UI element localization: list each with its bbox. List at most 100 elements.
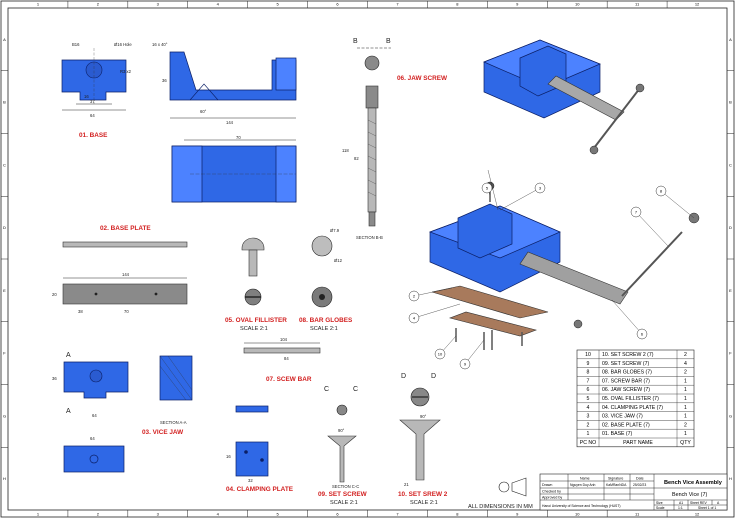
- set-screw-section-view: [327, 435, 357, 483]
- assembly-isometric-view: [483, 39, 645, 155]
- jaw-screw-section-b-left: B: [353, 38, 358, 45]
- tb-size-label: Size: [656, 501, 663, 505]
- bom-cell-no: 5: [587, 396, 590, 402]
- bom-cell-no: 2: [587, 422, 590, 428]
- zone-col-top-4: 4: [217, 2, 220, 7]
- balloon-leader-2: [413, 287, 453, 297]
- balloon-label-9: 9: [464, 361, 467, 366]
- zone-col-top-8: 8: [456, 2, 459, 7]
- balloon-2: [408, 290, 420, 302]
- bom-cell-no: 3: [587, 414, 590, 420]
- scew-bar-title: 07. SCEW BAR: [266, 376, 312, 383]
- balloon-10: [434, 348, 446, 360]
- zone-row-right-H: H: [729, 476, 732, 481]
- jaw-screw-thread: [367, 119, 377, 197]
- zone-col-bottom-10: 10: [575, 511, 580, 516]
- zone-col-top-12: 12: [695, 2, 700, 7]
- balloon-label-8: 8: [660, 188, 663, 193]
- base-16x40-text: 16 x 40°: [152, 42, 168, 47]
- tb-scale-label: Scale: [656, 506, 665, 510]
- zone-row-right-A: A: [729, 37, 732, 42]
- iso-globe-1: [589, 145, 599, 155]
- bom-header-qty: QTY: [680, 440, 691, 446]
- clamping-plate-16-text: 16: [226, 454, 231, 459]
- tb-col-name: Name: [580, 477, 590, 481]
- bom-cell-no: 9: [587, 361, 590, 367]
- bom-cell-no: 7: [587, 378, 590, 384]
- bar-globe-hole: [319, 294, 325, 300]
- exploded-screw: [519, 251, 629, 305]
- zone-row-right-C: C: [729, 162, 732, 167]
- balloon-leader-1: [487, 169, 499, 211]
- tb-checked-label: Checked by: [542, 490, 561, 494]
- exploded-plate-1: [431, 285, 549, 319]
- tb-subtitle: Bench Vice (7): [672, 492, 707, 498]
- set-srew2-90-text: 90°: [420, 414, 427, 419]
- balloon-leader-7: [635, 211, 669, 247]
- bom-cell-name: 10. SET SCREW 2 (7): [602, 352, 654, 358]
- set-srew2-section-view: [399, 419, 441, 481]
- part-scew-bar-views: 104 84 07. SCEW BAR: [243, 337, 321, 383]
- bom-cell-name: 04. CLAMPING PLATE (7): [602, 405, 663, 411]
- bom-header-name: PART NAME: [623, 440, 653, 446]
- base-side-view: [169, 51, 297, 101]
- jaw-screw-118-text: 118: [342, 148, 349, 153]
- zone-col-bottom-5: 5: [277, 511, 280, 516]
- balloon-6: [636, 328, 648, 340]
- jaw-screw-end-view: [364, 55, 380, 71]
- base-64-text: 64: [90, 113, 95, 118]
- bom-cell-name: 09. SET SCREW (7): [602, 361, 649, 367]
- bom-cell-qty: 2: [684, 422, 687, 428]
- base-36-text: 36: [162, 78, 167, 83]
- base-title: 01. BASE: [79, 132, 108, 139]
- base-hole-text: Ø16 Hole: [114, 42, 132, 47]
- vice-jaw-64-text: 64: [92, 413, 97, 418]
- base-plate-70-text: 70: [124, 309, 129, 314]
- jaw-screw-section-bb: SECTION B-B: [356, 235, 383, 240]
- clamping-plate-32-text: 32: [248, 478, 253, 483]
- vice-jaw-top-hole: [89, 454, 99, 464]
- balloon-9: [459, 358, 471, 370]
- vice-jaw-section-a-top: A: [66, 352, 71, 359]
- part-jaw-screw-views: B B 118 82 SECTION B-B 06. JAW SCREW: [342, 38, 448, 240]
- base-16-text: 16: [84, 94, 89, 99]
- zone-col-top-3: 3: [157, 2, 160, 7]
- zone-col-bottom-11: 11: [635, 511, 640, 516]
- base-60-text: 60°: [200, 109, 207, 114]
- zone-col-top-1: 1: [37, 2, 40, 7]
- set-screw-section-cc: SECTION C-C: [332, 484, 359, 489]
- zone-col-bottom-9: 9: [516, 511, 519, 516]
- part-base-views: B16 Ø16 Hole R3 x2 37 64 16 01. BASE 16 …: [61, 42, 297, 203]
- tb-title: Bench Vice Assembly: [664, 480, 723, 486]
- tb-university: Hanoi University of Science and Technolo…: [542, 504, 621, 508]
- bom-cell-qty: 1: [684, 387, 687, 393]
- part-set-screw-views: C C 90° SECTION C-C 09. SET SCREW SCALE …: [318, 386, 368, 506]
- oval-fillister-shank: [248, 249, 258, 277]
- dimensions-note: ALL DIMENSIONS IN MM: [468, 504, 533, 510]
- base-plate-top-view: [62, 283, 188, 305]
- set-screw-end-view: [336, 404, 348, 416]
- vice-jaw-section-a-bottom: A: [66, 408, 71, 415]
- jaw-screw-tip: [368, 211, 376, 227]
- tb-col-date: Date: [636, 477, 644, 481]
- bom-cell-qty: 1: [684, 431, 687, 437]
- zone-row-left-C: C: [3, 162, 6, 167]
- scew-bar-104-text: 104: [280, 337, 288, 342]
- tb-drawn-name: Nguyen Duy Anh: [570, 483, 596, 487]
- clamping-plate-hole-2: [260, 458, 264, 462]
- zone-col-top-2: 2: [97, 2, 100, 7]
- zone-col-bottom-12: 12: [695, 511, 700, 516]
- balloon-7: [630, 206, 642, 218]
- zone-col-top-9: 9: [516, 2, 519, 7]
- zone-row-right-B: B: [729, 100, 732, 105]
- zone-row-left-A: A: [3, 37, 6, 42]
- zone-col-top-10: 10: [575, 2, 580, 7]
- vice-jaw-section-aa: SECTION A-A: [160, 420, 187, 425]
- balloon-8: [655, 185, 667, 197]
- vice-jaw-hatch: [159, 355, 193, 401]
- bom-cell-name: 06. JAW SCREW (7): [602, 387, 650, 393]
- oval-fillister-scale: SCALE 2:1: [240, 326, 268, 332]
